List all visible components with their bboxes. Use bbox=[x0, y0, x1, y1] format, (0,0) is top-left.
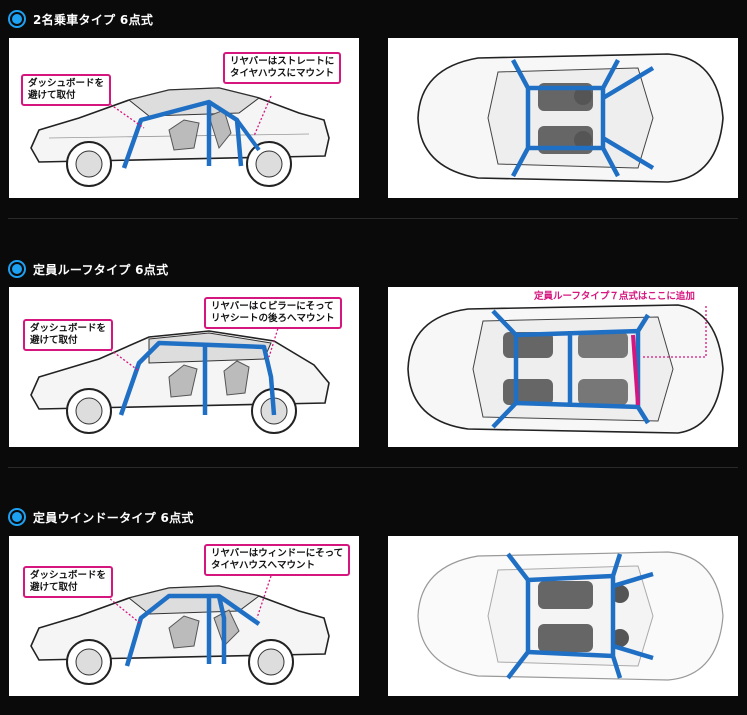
callout-rear-bar: リヤバーはＣピラーにそって リヤシートの後ろへマウント bbox=[204, 297, 342, 329]
section-title: 定員ルーフタイプ 6点式 bbox=[33, 262, 169, 277]
callout-line: タイヤハウスにマウント bbox=[230, 68, 335, 79]
callout-line: リヤバーはＣピラーにそって bbox=[211, 301, 334, 312]
top-view-panel bbox=[388, 38, 738, 198]
top-view-illustration bbox=[417, 551, 724, 681]
callout-rear-bar: リヤバーはウィンドーにそって タイヤハウスへマウント bbox=[204, 544, 351, 576]
top-view-panel bbox=[388, 536, 738, 696]
callout-rear-bar: リヤバーはストレートに タイヤハウスにマウント bbox=[223, 52, 342, 84]
callout-line: ダッシュボードを bbox=[28, 78, 105, 89]
callout-line: ダッシュボードを bbox=[30, 570, 107, 581]
callout-dashboard: ダッシュボードを 避けて取付 bbox=[23, 566, 114, 598]
section-header: 定員ルーフタイプ 6点式 bbox=[8, 260, 168, 278]
section-divider bbox=[8, 467, 738, 468]
side-view-panel: ダッシュボードを 避けて取付 リヤバーはウィンドーにそって タイヤハウスへマウン… bbox=[9, 536, 359, 696]
callout-line: 避けて取付 bbox=[30, 582, 78, 593]
section-divider bbox=[8, 218, 738, 219]
section-header: 定員ウインドータイプ 6点式 bbox=[8, 508, 194, 526]
bullet-circle-icon bbox=[10, 262, 24, 276]
top-view-panel: 定員ルーフタイプ７点式はここに追加 bbox=[388, 287, 738, 447]
side-view-illustration bbox=[30, 87, 330, 187]
side-view-illustration bbox=[30, 324, 330, 434]
section-title: 定員ウインドータイプ 6点式 bbox=[33, 510, 194, 525]
callout-dashboard: ダッシュボードを 避けて取付 bbox=[23, 319, 114, 351]
section-title: 2名乗車タイプ 6点式 bbox=[33, 12, 154, 27]
callout-line: 避けて取付 bbox=[30, 335, 78, 346]
callout-line: 避けて取付 bbox=[28, 90, 76, 101]
callout-line: リヤシートの後ろへマウント bbox=[211, 313, 335, 324]
side-view-panel: ダッシュボードを 避けて取付 リヤバーはＣピラーにそって リヤシートの後ろへマウ… bbox=[9, 287, 359, 447]
callout-dashboard: ダッシュボードを 避けて取付 bbox=[21, 74, 112, 106]
side-view-illustration bbox=[30, 575, 330, 685]
bullet-circle-icon bbox=[10, 510, 24, 524]
side-view-panel: ダッシュボードを 避けて取付 リヤバーはストレートに タイヤハウスにマウント bbox=[9, 38, 359, 198]
top-view-illustration bbox=[407, 304, 724, 434]
callout-line: リヤバーはウィンドーにそって bbox=[211, 548, 344, 559]
section-header: 2名乗車タイプ 6点式 bbox=[8, 10, 153, 28]
bullet-circle-icon bbox=[10, 12, 24, 26]
top-view-illustration bbox=[417, 53, 724, 183]
callout-line: リヤバーはストレートに bbox=[230, 56, 335, 67]
callout-line: タイヤハウスへマウント bbox=[211, 560, 316, 571]
callout-line: ダッシュボードを bbox=[30, 323, 107, 334]
note-seven-point: 定員ルーフタイプ７点式はここに追加 bbox=[532, 288, 697, 302]
